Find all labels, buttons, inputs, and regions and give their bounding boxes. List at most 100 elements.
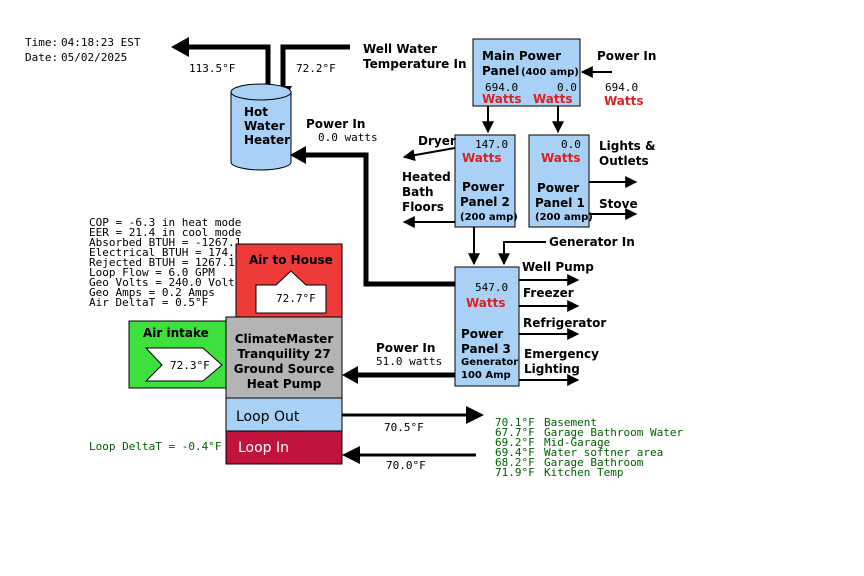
dryer-label: Dryer: [418, 134, 456, 148]
main-panel-value-right: 0.0: [557, 81, 577, 94]
panel2-title-1: Power: [462, 180, 504, 194]
panel1-rating: (200 amp): [535, 212, 593, 223]
loop-in-label: Loop In: [238, 440, 289, 456]
freezer-label: Freezer: [523, 286, 574, 300]
stove-label: Stove: [599, 197, 638, 211]
well-water-in-temp: 72.2°F: [296, 62, 336, 75]
stat-line: Electrical BTUH = 174.0: [89, 246, 241, 259]
well-water-label-2: Temperature In: [363, 57, 467, 71]
loop-in-arrow: [342, 446, 476, 464]
air-to-house-temp: 72.7°F: [276, 292, 316, 305]
heat-pump-power-in-value: 51.0 watts: [376, 355, 442, 368]
room-temp-value: 71.9°F: [495, 466, 535, 479]
main-power-in-unit: Watts: [604, 94, 644, 108]
loop-in-temp: 70.0°F: [386, 459, 426, 472]
time-value: 04:18:23 EST: [61, 36, 141, 49]
air-to-house-label: Air to House: [249, 253, 333, 267]
stat-line: COP = -6.3 in heat mode: [89, 216, 241, 229]
panel2-watts: Watts: [462, 151, 502, 165]
panel3-generator: Generator: [461, 357, 518, 368]
generator-in-label: Generator In: [549, 235, 635, 249]
stat-line: Geo Amps = 0.2 Amps: [89, 286, 215, 299]
air-intake-label: Air intake: [143, 326, 209, 340]
panel2-rating: (200 amp): [460, 212, 518, 223]
main-panel-value-left: 694.0: [485, 81, 518, 94]
emergency-label-2: Lighting: [524, 362, 580, 376]
date-label: Date:: [25, 51, 58, 64]
main-panel-watts-left: Watts: [482, 92, 522, 106]
refrigerator-label: Refrigerator: [523, 316, 606, 330]
room-temp-name: Water softner area: [544, 446, 663, 459]
main-panel-title-1: Main Power: [482, 49, 561, 63]
stat-line: Air DeltaT = 0.5°F: [89, 296, 208, 309]
dryer-arrow: [402, 147, 456, 162]
hot-water-heater-label-2: Water: [244, 119, 285, 133]
panel1-watts: Watts: [541, 151, 581, 165]
room-temp-value: 69.4°F: [495, 446, 535, 459]
hot-water-heater-tank: [230, 83, 292, 171]
stats-block: COP = -6.3 in heat mode EER = 21.4 in co…: [89, 216, 241, 309]
well-pump-label: Well Pump: [522, 260, 594, 274]
heated-floors-label-3: Floors: [402, 200, 444, 214]
panel1-value: 0.0: [561, 138, 581, 151]
panel3-rating: 100 Amp: [461, 370, 511, 381]
well-water-label-1: Well Water: [363, 42, 437, 56]
panel1-title-1: Power: [537, 181, 579, 195]
date-value: 05/02/2025: [61, 51, 127, 64]
panel3-to-heat-pump-arrow: [342, 366, 455, 384]
main-panel-title-2: Panel: [482, 64, 519, 78]
power-panel-3: [454, 266, 520, 387]
hot-water-heater-label-1: Hot: [244, 105, 268, 119]
stat-line: Rejected BTUH = 1267.1: [89, 256, 235, 269]
room-temp-name: Kitchen Temp: [544, 466, 623, 479]
room-temp-value: 69.2°F: [495, 436, 535, 449]
air-to-house-arrow: [255, 270, 327, 314]
room-temp-value: 68.2°F: [495, 456, 535, 469]
power-panel-1: [528, 134, 590, 228]
main-power-in-label: Power In: [597, 49, 656, 63]
panel2-title-2: Panel 2: [460, 195, 510, 209]
stat-line: Geo Volts = 240.0 Volts: [89, 276, 241, 289]
room-temps-list: 70.1°F Basement 67.7°F Garage Bathroom W…: [495, 416, 683, 479]
heated-floors-label-2: Bath: [402, 185, 434, 199]
loop-out-temp: 70.5°F: [384, 421, 424, 434]
room-temp-value: 67.7°F: [495, 426, 535, 439]
lights-label-1: Lights &: [599, 139, 655, 153]
loop-out-arrow: [342, 406, 484, 424]
generator-in-arrow: [498, 241, 546, 266]
heated-floors-label-1: Heated: [402, 170, 451, 184]
stat-line: Absorbed BTUH = -1267.1: [89, 236, 241, 249]
room-temp-name: Garage Bathroom: [544, 456, 644, 469]
hot-water-out-temp: 113.5°F: [189, 62, 235, 75]
lights-label-2: Outlets: [599, 154, 649, 168]
main-power-panel: [472, 38, 581, 107]
heat-pump-box: [225, 316, 343, 399]
time-label: Time:: [25, 36, 58, 49]
heat-pump-label-3: Ground Source: [234, 362, 334, 376]
room-temp-name: Mid-Garage: [544, 436, 610, 449]
panel1-title-2: Panel 1: [535, 196, 585, 210]
loop-out-label: Loop Out: [236, 409, 300, 425]
panel2-value: 147.0: [475, 138, 508, 151]
stat-line: Loop Flow = 6.0 GPM: [89, 266, 215, 279]
room-temp-value: 70.1°F: [495, 416, 535, 429]
main-power-in-value: 694.0: [605, 81, 638, 94]
main-panel-watts-right: Watts: [533, 92, 573, 106]
heat-pump-label-2: Tranquility 27: [237, 347, 330, 361]
loop-in-box: [225, 430, 343, 465]
room-temp-name: Basement: [544, 416, 597, 429]
air-intake-arrow: [144, 347, 223, 382]
hot-water-heater-label-3: Heater: [244, 133, 290, 147]
room-temp-name: Garage Bathroom Water: [544, 426, 683, 439]
heat-pump-label-4: Heat Pump: [247, 377, 322, 391]
hot-water-power-in-value: 0.0 watts: [318, 131, 378, 144]
loop-out-box: [225, 397, 343, 432]
heat-pump-power-in-label: Power In: [376, 341, 435, 355]
emergency-label-1: Emergency: [524, 347, 599, 361]
stat-line: EER = 21.4 in cool mode: [89, 226, 241, 239]
power-panel-2: [454, 134, 516, 228]
loop-delta: Loop DeltaT = -0.4°F: [89, 440, 221, 453]
panel3-value: 547.0: [475, 281, 508, 294]
main-panel-rating: (400 amp): [521, 67, 579, 78]
